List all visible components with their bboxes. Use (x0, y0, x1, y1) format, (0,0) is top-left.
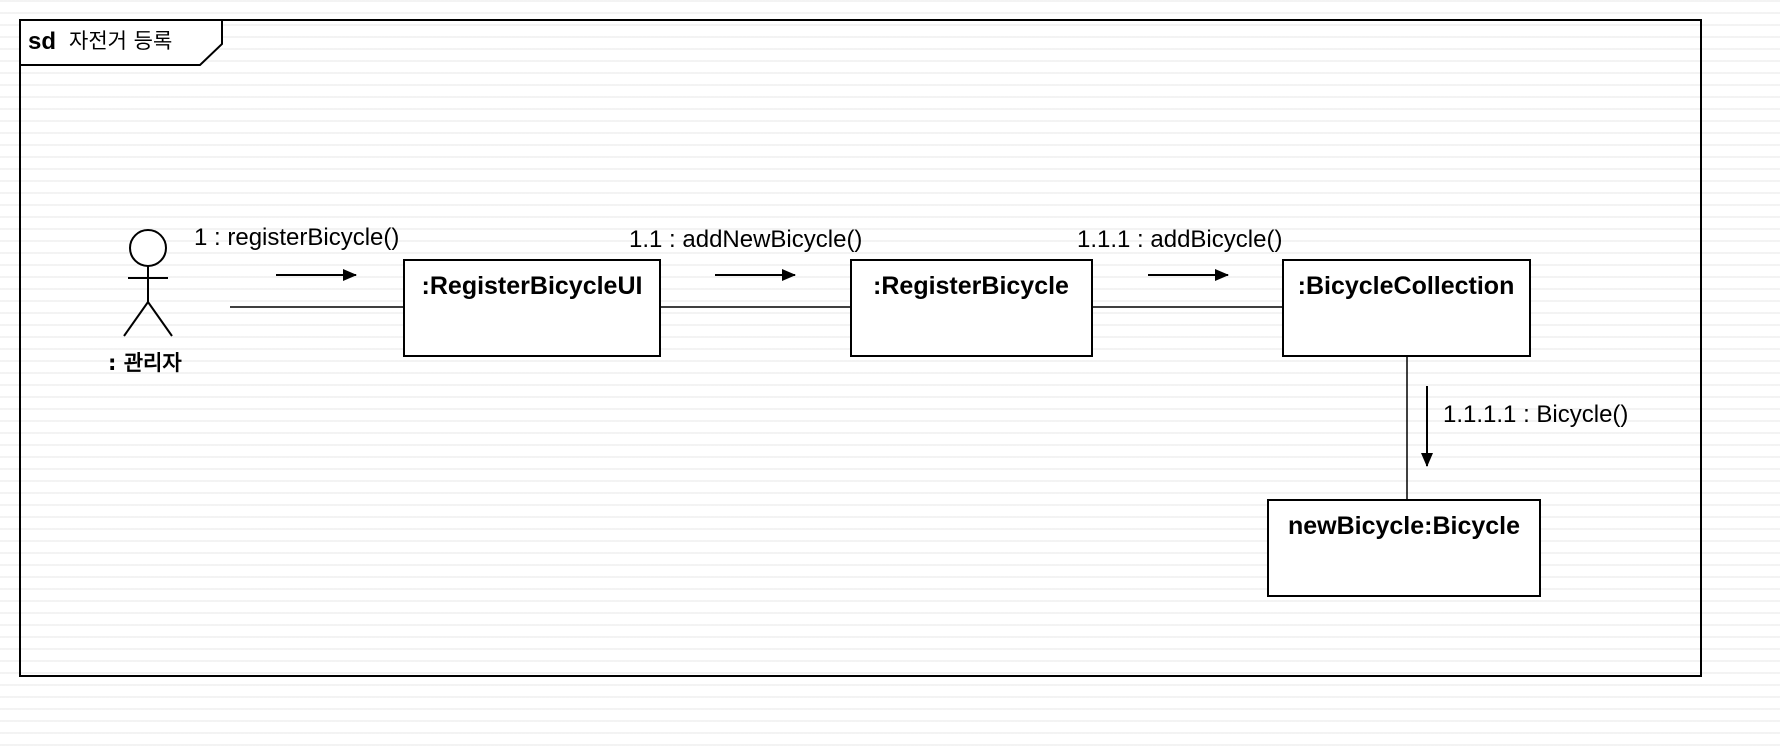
message-label-1-1-1: 1.1.1 : addBicycle() (1077, 226, 1282, 253)
lifeline-name: :RegisterBicycleUI (422, 272, 643, 300)
message-label-1-1-1-1: 1.1.1.1 : Bicycle() (1443, 401, 1628, 428)
actor-name: : 관리자 (108, 351, 182, 375)
message-label-1: 1 : registerBicycle() (194, 224, 399, 251)
lifeline-name: :RegisterBicycle (873, 272, 1069, 300)
message-label-1-1: 1.1 : addNewBicycle() (629, 226, 862, 253)
frame-tab (19, 19, 223, 66)
lifeline-register-bicycle-ui[interactable]: :RegisterBicycleUI (403, 259, 661, 357)
lifeline-bicycle-collection[interactable]: :BicycleCollection (1282, 259, 1531, 357)
lifeline-name: newBicycle:Bicycle (1288, 512, 1520, 540)
actor-icon[interactable] (123, 229, 173, 337)
lifeline-register-bicycle[interactable]: :RegisterBicycle (850, 259, 1093, 357)
frame-title: 자전거 등록 (69, 29, 172, 53)
lifeline-new-bicycle[interactable]: newBicycle:Bicycle (1267, 499, 1541, 597)
interaction-frame (19, 19, 1702, 677)
frame-kind: sd (28, 28, 56, 55)
lifeline-name: :BicycleCollection (1298, 272, 1515, 300)
